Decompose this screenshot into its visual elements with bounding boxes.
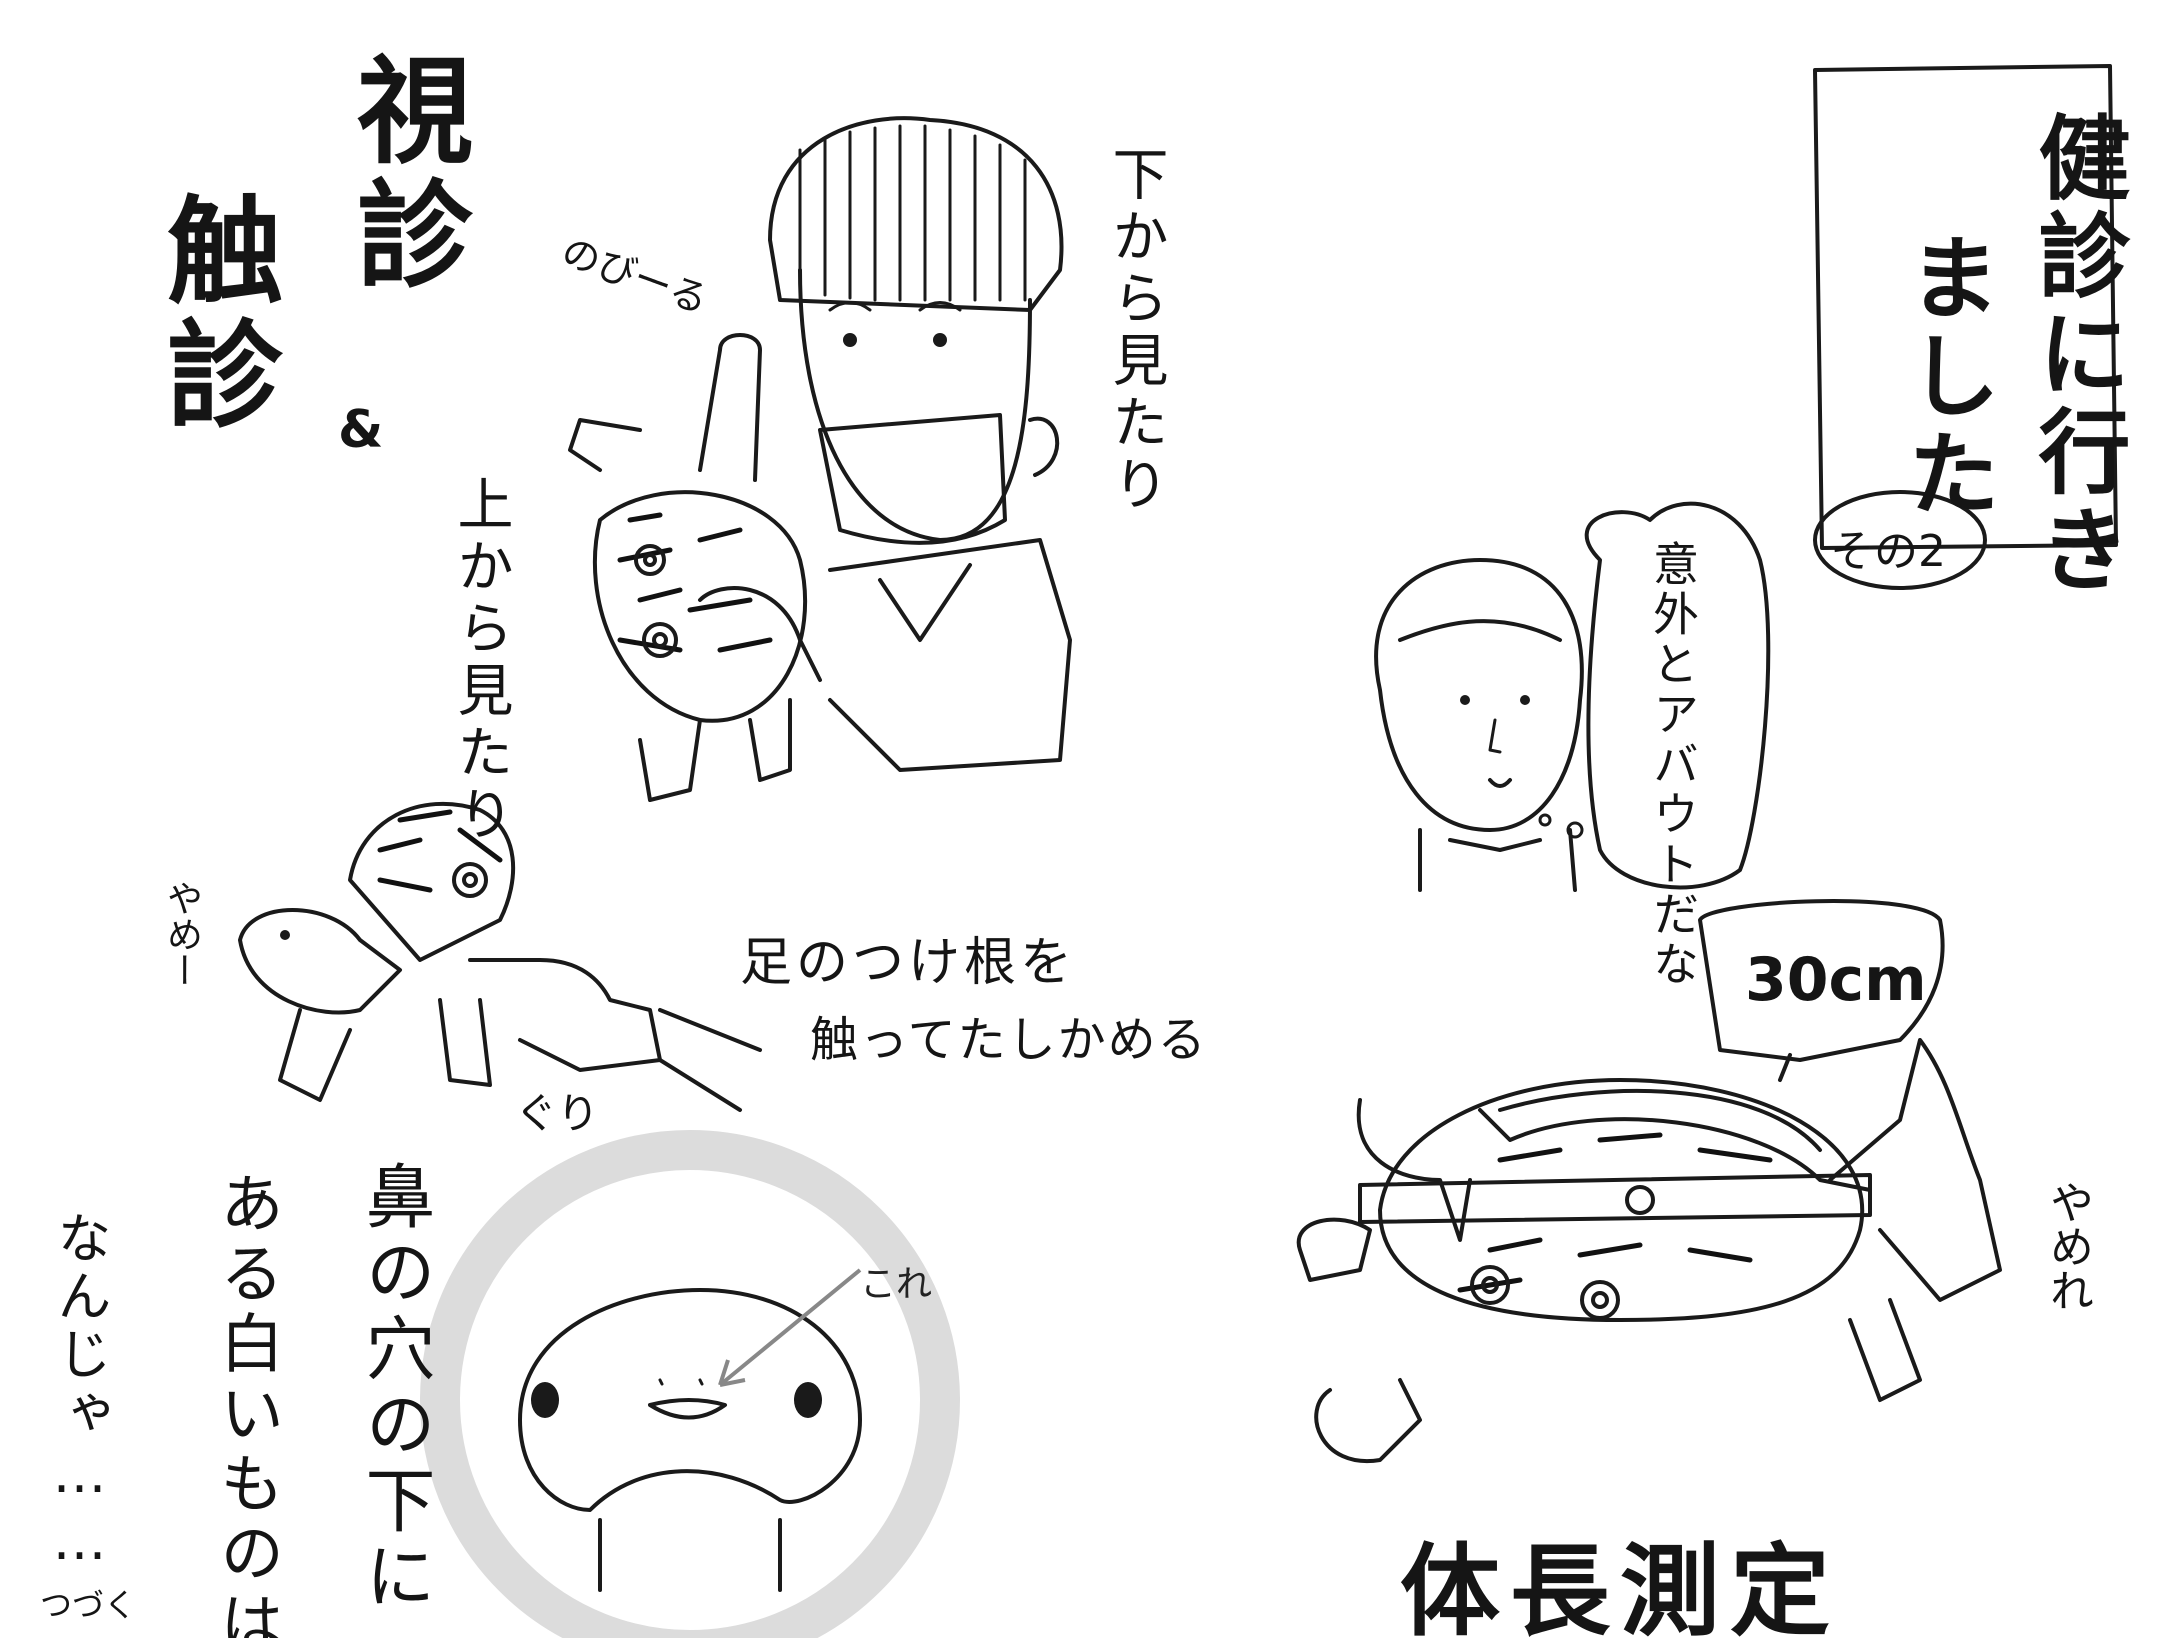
part-label-bubble [1813,490,1987,590]
tortoise-leg-check [238,801,762,1112]
caption-leg-base: 足のつけ根を [740,933,1077,993]
title-line-1: 健診に行き [2023,110,2130,600]
part-label: その2 [1830,526,1946,577]
title-box [1813,64,2118,550]
title-line-2: ました [1893,230,2000,524]
nose-pointer-label: これ [860,1264,933,1305]
nose-question-3: なんじゃ…… [48,1210,111,1576]
nose-question-1: 鼻の穴の下に [354,1160,436,1616]
caption-from-below: 下から見たり [1103,145,1168,517]
heading-palpation: 触診 [147,190,282,438]
heading-visual-exam: 視診 [337,50,472,298]
caption-stop: やめー [161,880,202,988]
measurement-label: 体長測定 [1400,1533,1840,1638]
caption-leg-base-2: 触ってたしかめる [810,1012,1208,1068]
measurement-value: 30cm [1745,945,1927,1015]
thought-bubble-text: 意外とアバウトだな [1646,540,1700,990]
measurement-scene [1296,899,2002,1464]
heading-ampersand: & [338,400,384,460]
continued-label: つづく [40,1586,137,1624]
caption-from-above: 上から見たり [448,475,513,847]
vet-holding-tortoise [568,116,1072,802]
measurement-stop: やめれ [2042,1180,2093,1312]
nose-question-2: ある白いものは [209,1170,283,1638]
tortoise-face-closeup [420,1130,960,1638]
owner-thinking [1374,501,1771,892]
caption-squish: ぐり [515,1089,600,1138]
